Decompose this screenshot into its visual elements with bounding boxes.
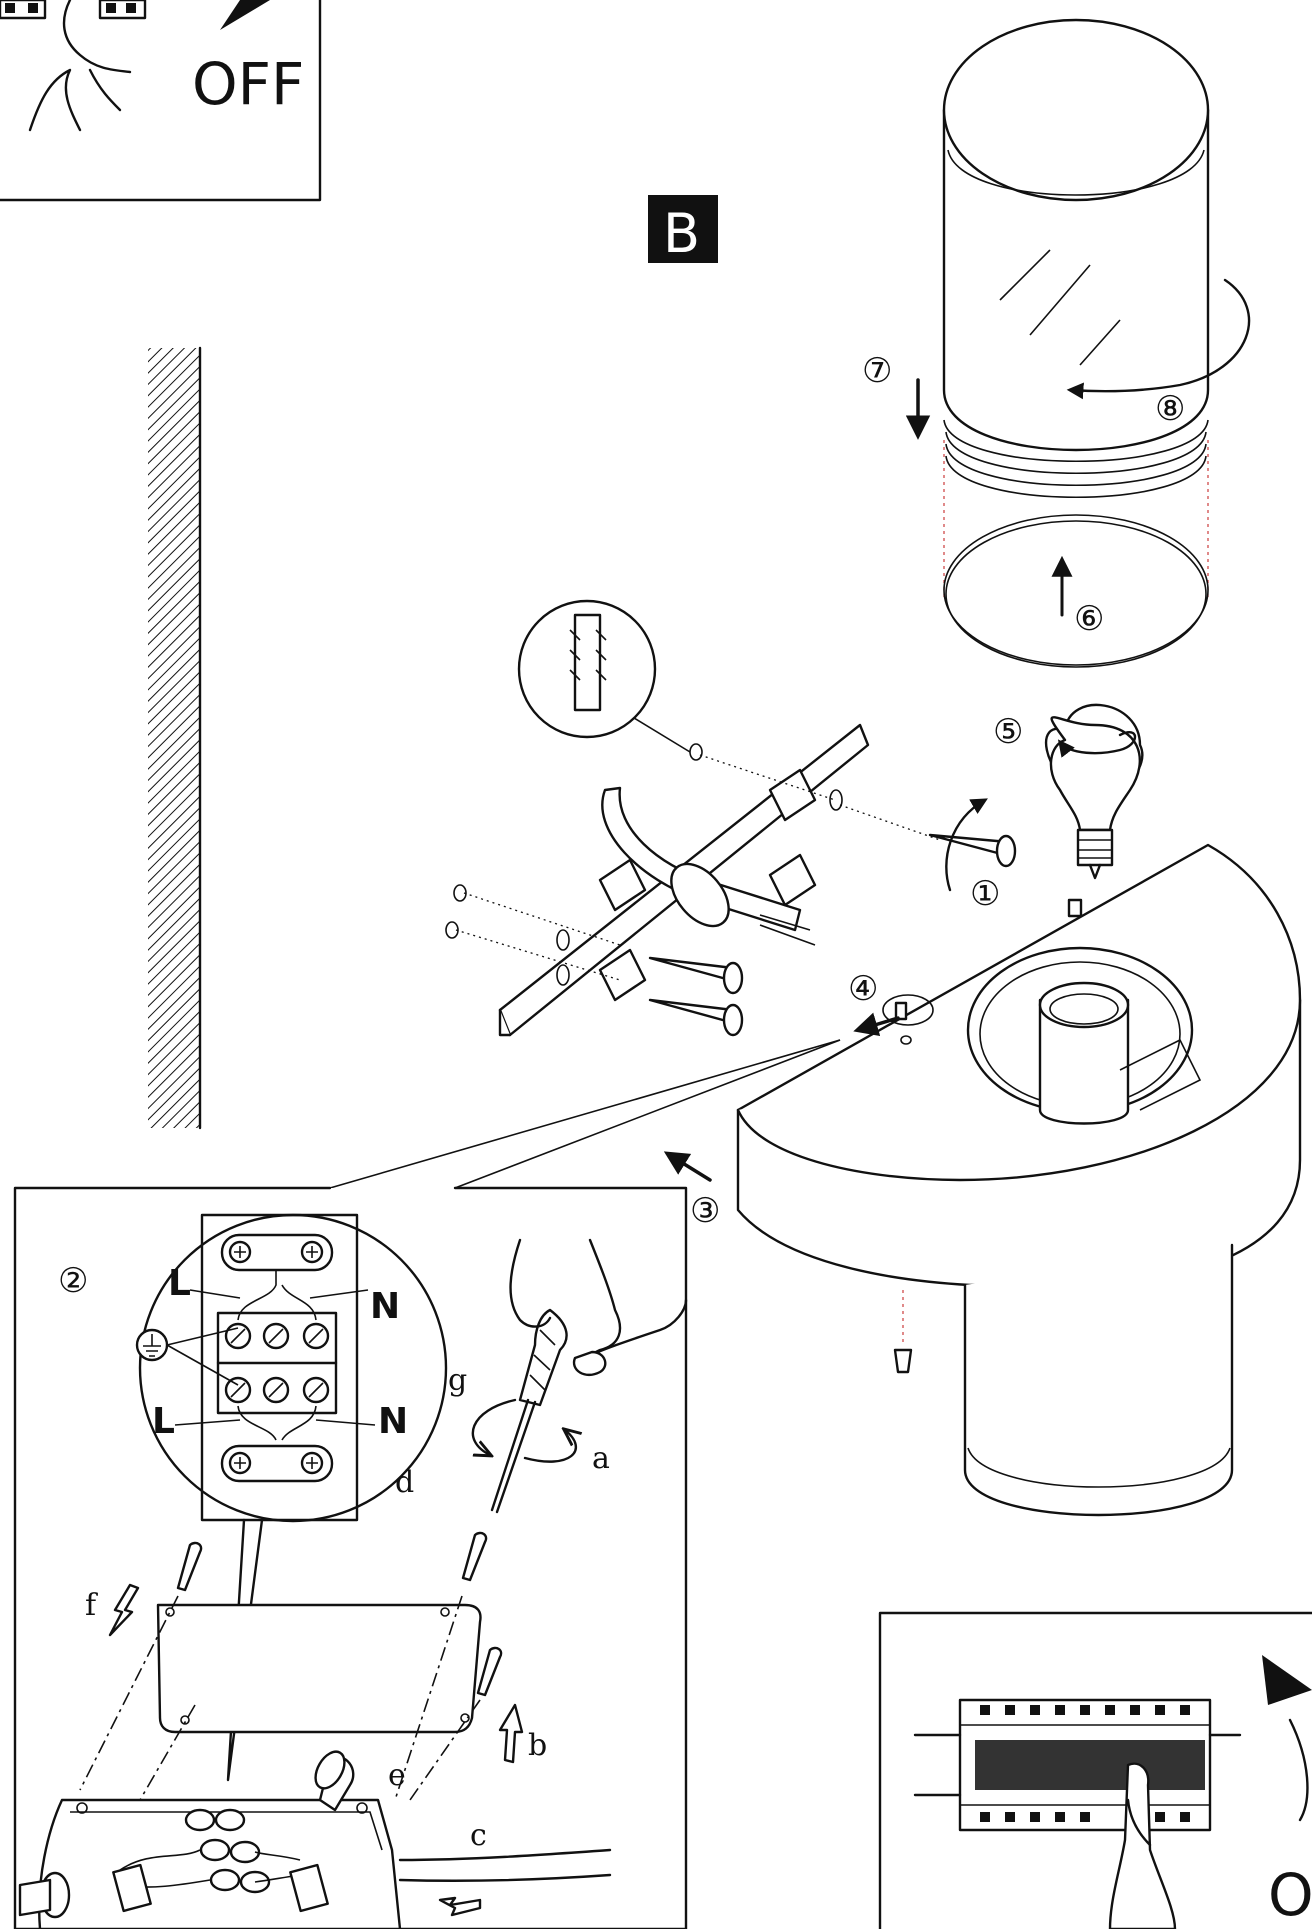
letter-f: f	[85, 1588, 98, 1623]
step-3-label: ③	[690, 1191, 720, 1231]
hand-icon	[509, 1238, 688, 1377]
breaker-switch-icon	[0, 0, 147, 20]
wire-L-top: L	[168, 1263, 191, 1304]
wiring-detail-panel: ② L N L N	[13, 1186, 688, 1929]
screw-icon	[1067, 898, 1083, 918]
hand-icon	[1108, 1762, 1177, 1929]
section-badge-label: B	[663, 202, 700, 265]
letter-d: d	[395, 1465, 414, 1500]
wall-plug-icon	[517, 599, 703, 761]
breaker-switch-icon	[913, 1698, 1242, 1832]
step-5-label: ⑤	[993, 712, 1023, 752]
letter-c: c	[470, 1818, 487, 1853]
arrow-icon	[945, 798, 988, 892]
letter-a: a	[592, 1441, 610, 1476]
step-1-label: ①	[970, 874, 1000, 914]
hand-icon	[28, 0, 132, 132]
mounting-bracket	[445, 723, 941, 1037]
switch-off-panel: OFF	[0, 0, 322, 202]
letter-e: e	[388, 1758, 406, 1793]
wall	[148, 346, 202, 1130]
screwdriver-icon	[490, 1308, 568, 1514]
light-bulb-icon: ⑤	[993, 703, 1144, 880]
step-4-label: ④	[848, 969, 878, 1009]
letter-g: g	[448, 1363, 467, 1398]
earth-ground-icon	[135, 1327, 239, 1386]
callout-lines	[329, 1039, 841, 1189]
arrow-icon	[220, 0, 270, 30]
wire-N-top: N	[370, 1286, 400, 1327]
on-label: OI	[1268, 1861, 1312, 1929]
lamp-housing: ④ ③	[663, 843, 1302, 1517]
letter-b: b	[528, 1728, 547, 1763]
step-2-label: ②	[58, 1261, 88, 1301]
step-6-label: ⑥	[1074, 599, 1104, 639]
terminal-connectors	[119, 1808, 301, 1894]
wire-N-bottom: N	[378, 1401, 408, 1442]
section-badge: B	[648, 195, 718, 265]
step-8-label: ⑧	[1155, 389, 1185, 429]
wire-L-bottom: L	[152, 1401, 175, 1442]
glass-cover: ⑦ ⑧ ⑥	[862, 18, 1251, 668]
terminal-screws	[224, 1322, 330, 1404]
arrow-icon	[1262, 1655, 1312, 1705]
off-label: OFF	[192, 50, 304, 118]
switch-on-panel: OI	[878, 1611, 1312, 1929]
step-7-label: ⑦	[862, 351, 892, 391]
screw-icon	[648, 833, 1017, 1037]
